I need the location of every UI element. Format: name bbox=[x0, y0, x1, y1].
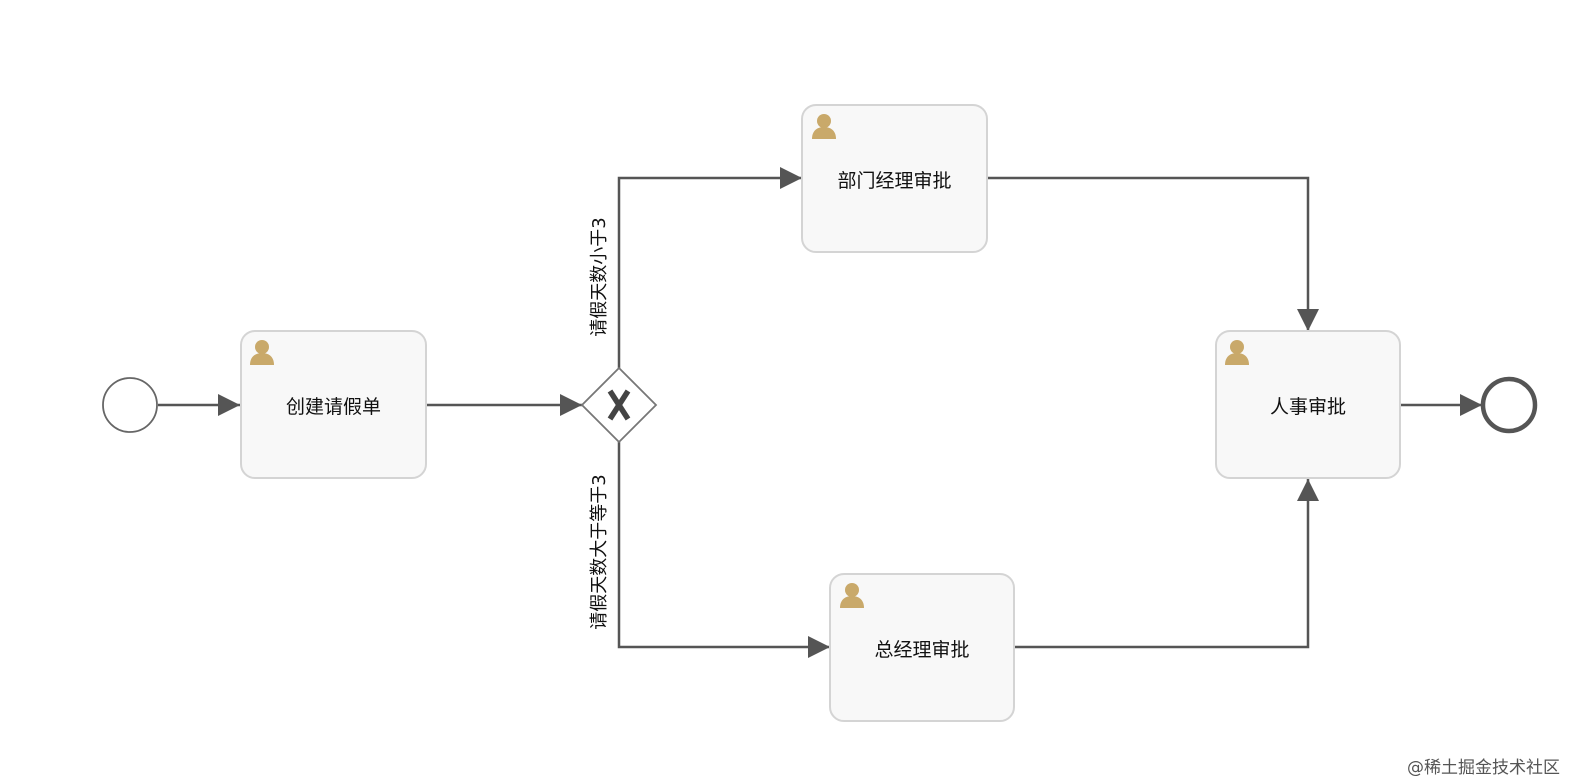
sequence-flows bbox=[158, 167, 1482, 658]
task-label-dept-manager: 部门经理审批 bbox=[837, 170, 951, 192]
task-general-manager[interactable]: 总经理审批 bbox=[829, 573, 1015, 722]
task-label-general-manager: 总经理审批 bbox=[874, 639, 969, 661]
end-event[interactable] bbox=[1480, 376, 1538, 434]
watermark: @稀土掘金技术社区 bbox=[1407, 758, 1560, 778]
task-dept-manager[interactable]: 部门经理审批 bbox=[801, 104, 988, 253]
flow-gateway-to-general-manager[interactable] bbox=[617, 442, 830, 658]
task-create-request[interactable]: 创建请假单 bbox=[240, 330, 427, 479]
gateway-x-icon bbox=[607, 389, 631, 421]
condition-label-gte-3: 请假天数大于等于3 bbox=[589, 474, 610, 629]
exclusive-gateway[interactable] bbox=[580, 366, 658, 444]
task-label-hr: 人事审批 bbox=[1270, 396, 1346, 418]
condition-label-less-than-3: 请假天数小于3 bbox=[589, 217, 610, 336]
flow-dept-manager-to-hr[interactable] bbox=[987, 176, 1319, 331]
flow-general-manager-to-hr[interactable] bbox=[1014, 479, 1319, 649]
task-hr[interactable]: 人事审批 bbox=[1215, 330, 1401, 479]
start-event[interactable] bbox=[102, 377, 158, 433]
task-label-create-request: 创建请假单 bbox=[286, 396, 381, 418]
flow-gateway-to-dept-manager[interactable] bbox=[617, 167, 802, 368]
